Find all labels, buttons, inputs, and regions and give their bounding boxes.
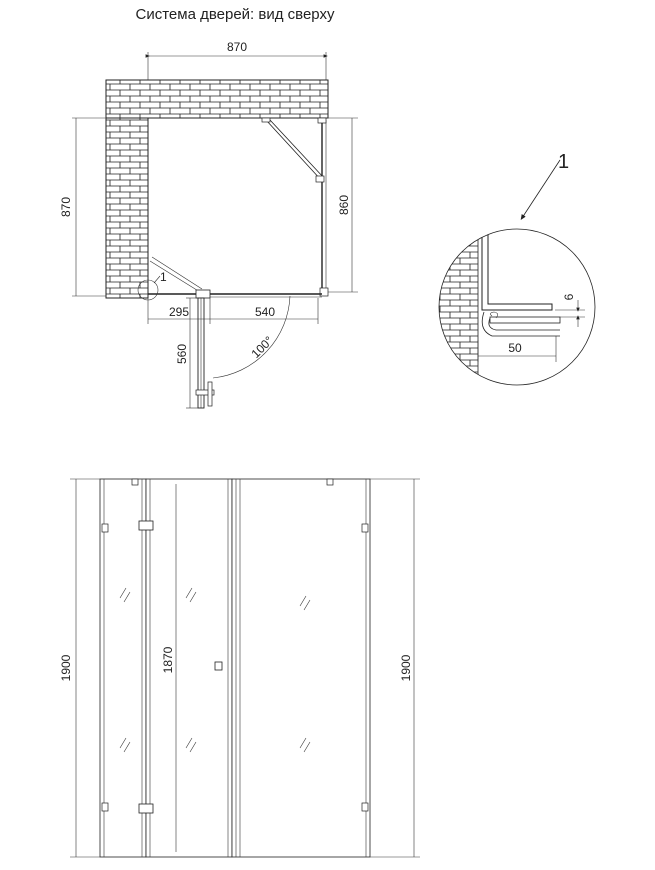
dim-angle: 100°	[248, 333, 276, 361]
detail-callout-label: 1	[558, 151, 569, 173]
front-door-hinge-bottom	[138, 803, 154, 814]
right-top-clamp	[317, 117, 327, 124]
right-bottom-clamp	[319, 287, 329, 297]
door-handle	[195, 389, 215, 396]
dim-depth-right: 860	[337, 195, 351, 215]
dim-height-left: 1900	[59, 654, 73, 681]
front-door-knob	[214, 661, 223, 671]
dim-depth-left: 870	[59, 197, 73, 217]
dim-segment-a: 295	[169, 305, 189, 319]
front-view: 1900 1870 1900	[59, 478, 420, 858]
front-right-panel	[231, 478, 371, 858]
page-title: Система дверей: вид сверху	[135, 6, 335, 23]
dim-segment-b: 540	[255, 305, 275, 319]
front-left-panel	[99, 478, 147, 858]
callout-label: 1	[160, 270, 167, 284]
detail-circle	[438, 228, 596, 386]
wall-profile	[481, 229, 553, 311]
dim-door-height: 1870	[161, 646, 175, 673]
support-bar	[265, 119, 323, 182]
glass-marks	[119, 587, 311, 753]
detail-offset: 50	[508, 341, 522, 355]
detail-gap: 6	[562, 293, 576, 300]
dim-door-length: 560	[175, 344, 189, 364]
dim-width: 870	[227, 40, 247, 54]
callout-arrow	[520, 159, 561, 221]
dim-height-right: 1900	[399, 654, 413, 681]
left-wall	[105, 117, 149, 299]
front-door-hinge-top	[138, 520, 154, 531]
top-view: 870 870 860 100	[59, 40, 358, 409]
callout-circle	[137, 279, 159, 301]
door-swing-arc	[212, 295, 291, 379]
detail-view: 6 50 1	[438, 151, 596, 386]
top-wall	[105, 79, 329, 119]
